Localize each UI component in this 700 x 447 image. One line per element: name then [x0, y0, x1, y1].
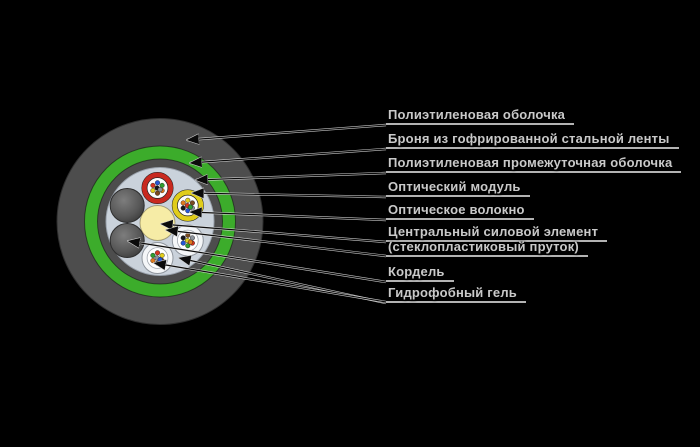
cordel-filler-1 [109, 188, 145, 223]
optical-fiber-dot [187, 239, 193, 245]
optical-module-yellow [171, 189, 204, 222]
armor-ring-outer-edge [84, 145, 236, 298]
optical-fiber-dot [157, 187, 163, 193]
optical-fiber-dot [180, 205, 186, 211]
optical-fibers-cluster [150, 180, 165, 196]
pointer-line [187, 124, 387, 140]
label-intermediate-sheath: Полиэтиленовая промежуточная оболочка [386, 156, 682, 173]
cordel-filler-2 [109, 223, 145, 258]
optical-fiber-dot [154, 250, 160, 256]
optical-fiber-dot [159, 252, 165, 258]
optical-fiber-dot [180, 235, 186, 241]
optical-fiber-dot [154, 190, 160, 196]
optical-fiber-dot [150, 188, 156, 194]
pointer-line [154, 263, 387, 303]
optical-fiber-dot [185, 197, 191, 203]
pointer-line [190, 148, 387, 163]
label-optical-fiber: Оптическое волокно [386, 203, 534, 220]
optical-fiber-dot [157, 257, 163, 263]
pointer-line [190, 212, 387, 221]
pointer-lines [128, 123, 387, 305]
armor-ring-inner-edge [97, 158, 223, 285]
pointer-line [192, 193, 387, 197]
pointer-line [196, 172, 387, 180]
label-optical-module: Оптический модуль [386, 180, 530, 197]
steel-tape-armor-ring [84, 146, 236, 297]
optical-fiber-dot [189, 200, 195, 206]
central-strength-member [139, 205, 176, 241]
label-central-strength-member-line1: Центральный силовой элемент [386, 225, 608, 242]
label-cordel: Кордель [386, 265, 454, 282]
label-polyethylene-sheath: Полиэтиленовая оболочка [386, 108, 575, 125]
optical-fiber-dot [180, 240, 186, 246]
optical-fiber-dot [187, 204, 193, 210]
pointer-line [128, 241, 387, 283]
pointer-line [161, 224, 387, 243]
optical-fiber-dot [180, 200, 186, 206]
label-hydrophobic-gel: Гидрофобный гель [386, 286, 526, 303]
optical-fiber-dot [154, 180, 160, 186]
pointer-line [166, 230, 387, 257]
optical-fiber-dot [150, 252, 156, 258]
optical-fiber-dot [159, 182, 165, 188]
optical-module-red [141, 172, 174, 204]
label-central-strength-member-line2: (стеклопластиковый пруток) [386, 240, 588, 257]
optical-fibers-cluster [180, 232, 195, 249]
optical-fiber-dot [189, 235, 195, 241]
optical-fiber-dot [150, 182, 156, 188]
optical-fiber-dot [185, 243, 191, 249]
label-steel-tape-armor: Броня из гофрированной стальной ленты [386, 132, 679, 149]
